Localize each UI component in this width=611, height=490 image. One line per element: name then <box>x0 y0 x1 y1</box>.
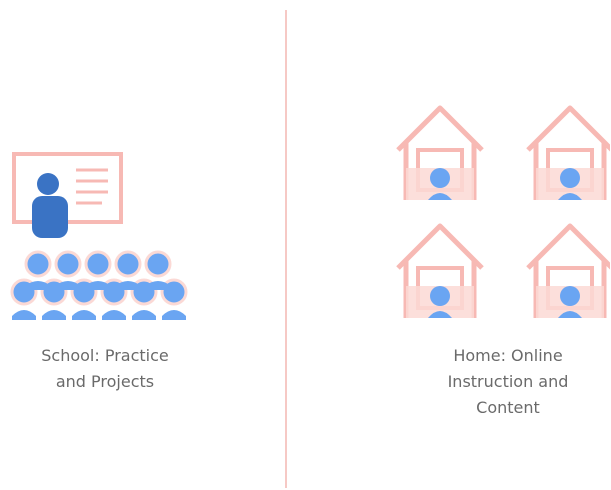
house-icon-1 <box>398 108 482 200</box>
home-panel <box>392 100 610 322</box>
teacher-icon <box>32 173 68 238</box>
home-caption-line-1: Home: Online <box>453 346 563 365</box>
home-caption: Home: Online Instruction and Content <box>420 343 596 421</box>
students-icon <box>10 250 188 306</box>
house-icon-2 <box>528 108 610 200</box>
home-caption-line-2: Instruction and <box>447 372 569 391</box>
school-panel <box>10 150 200 322</box>
house-icon-3 <box>398 226 482 318</box>
classroom-icon <box>10 152 188 320</box>
home-caption-line-3: Content <box>476 398 540 417</box>
school-caption-line-1: School: Practice <box>41 346 169 365</box>
house-icon-4 <box>528 226 610 318</box>
center-divider <box>285 10 287 488</box>
home-learning-icon <box>392 100 610 322</box>
school-caption-line-2: and Projects <box>55 372 155 391</box>
school-caption: School: Practice and Projects <box>20 343 190 395</box>
